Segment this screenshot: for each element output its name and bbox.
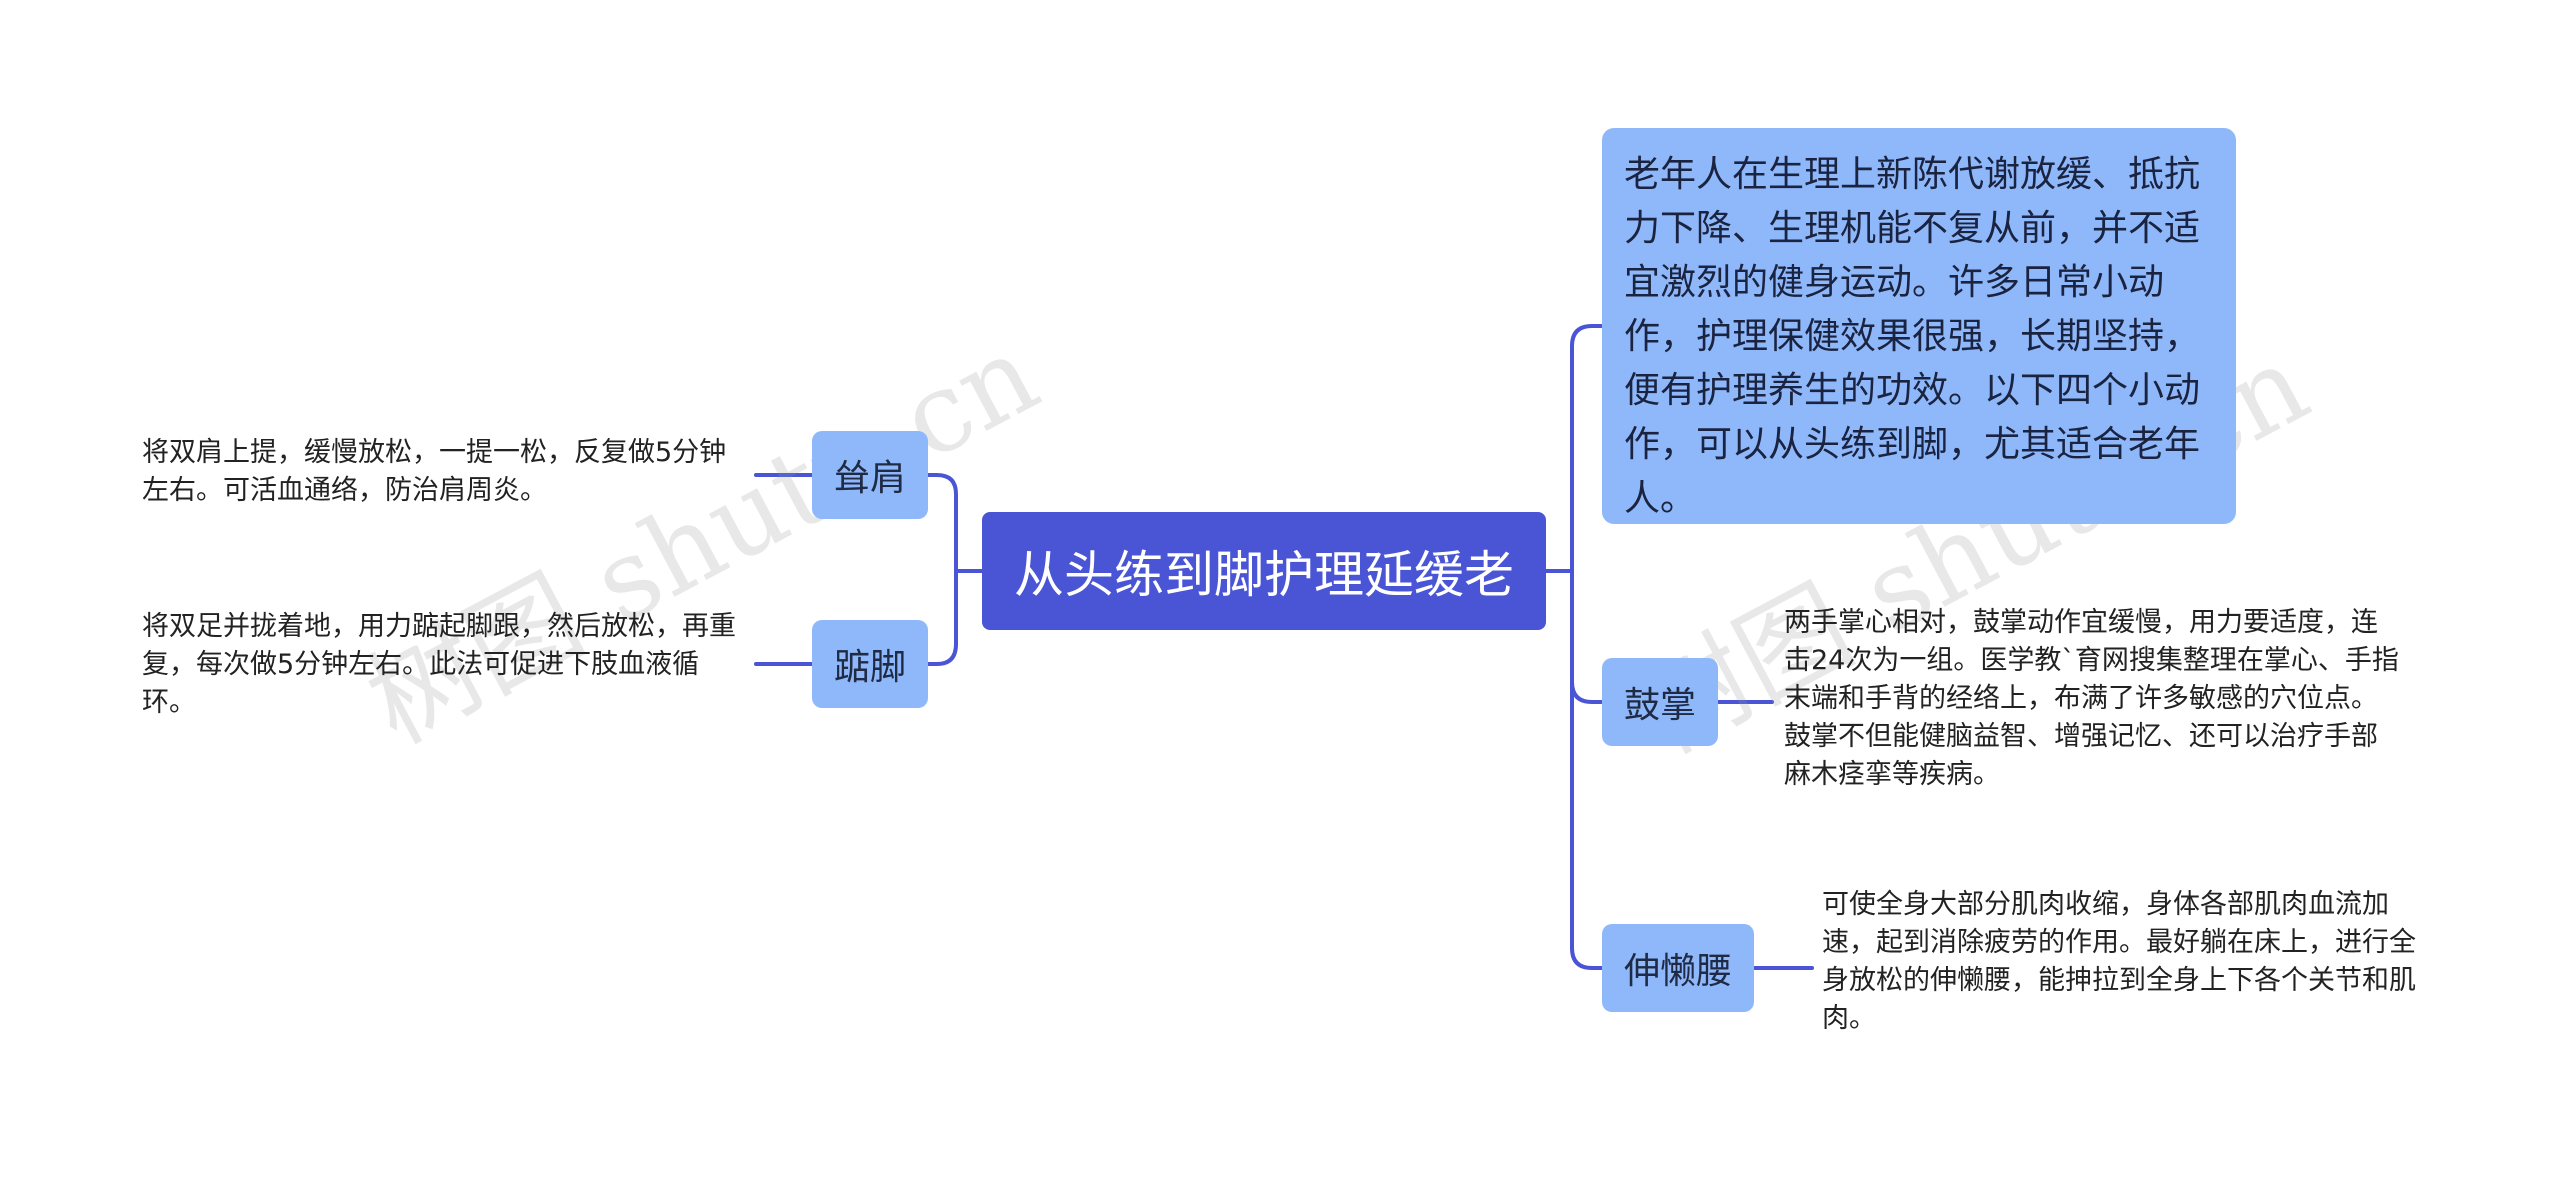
branch-label: 耸肩	[833, 458, 906, 499]
branch-node-songjian[interactable]: 耸肩	[812, 431, 928, 519]
branch-node-shenlanyao[interactable]: 伸懒腰	[1602, 924, 1754, 1012]
leaf-text-shenlanyao: 可使全身大部分肌肉收缩，身体各部肌肉血流加速，起到消除疲劳的作用。最好躺在床上，…	[1822, 889, 2416, 1034]
branch-node-guzhang[interactable]: 鼓掌	[1602, 658, 1718, 746]
root-label: 从头练到脚护理延缓老	[1014, 546, 1514, 604]
connector-right-spine	[1570, 324, 1604, 970]
branch-label: 鼓掌	[1623, 685, 1696, 726]
intro-node[interactable]: 老年人在生理上新陈代谢放缓、抵抗力下降、生理机能不复从前，并不适宜激烈的健身运动…	[1602, 128, 2236, 524]
connector-left-spine	[926, 473, 958, 666]
leaf-text-guzhang: 两手掌心相对，鼓掌动作宜缓慢，用力要适度，连击24次为一组。医学教`育网搜集整理…	[1784, 607, 2399, 790]
root-node[interactable]: 从头练到脚护理延缓老	[982, 512, 1546, 630]
intro-text: 老年人在生理上新陈代谢放缓、抵抗力下降、生理机能不复从前，并不适宜激烈的健身运动…	[1624, 154, 2201, 519]
branch-node-dianjiao[interactable]: 踮脚	[812, 620, 928, 708]
branch-label: 踮脚	[833, 647, 906, 688]
leaf-text-songjian: 将双肩上提，缓慢放松，一提一松，反复做5分钟左右。可活血通络，防治肩周炎。	[142, 437, 727, 506]
leaf-text-dianjiao: 将双足并拢着地，用力踮起脚跟，然后放松，再重复，每次做5分钟左右。此法可促进下肢…	[142, 611, 736, 718]
branch-label: 伸懒腰	[1623, 951, 1732, 992]
